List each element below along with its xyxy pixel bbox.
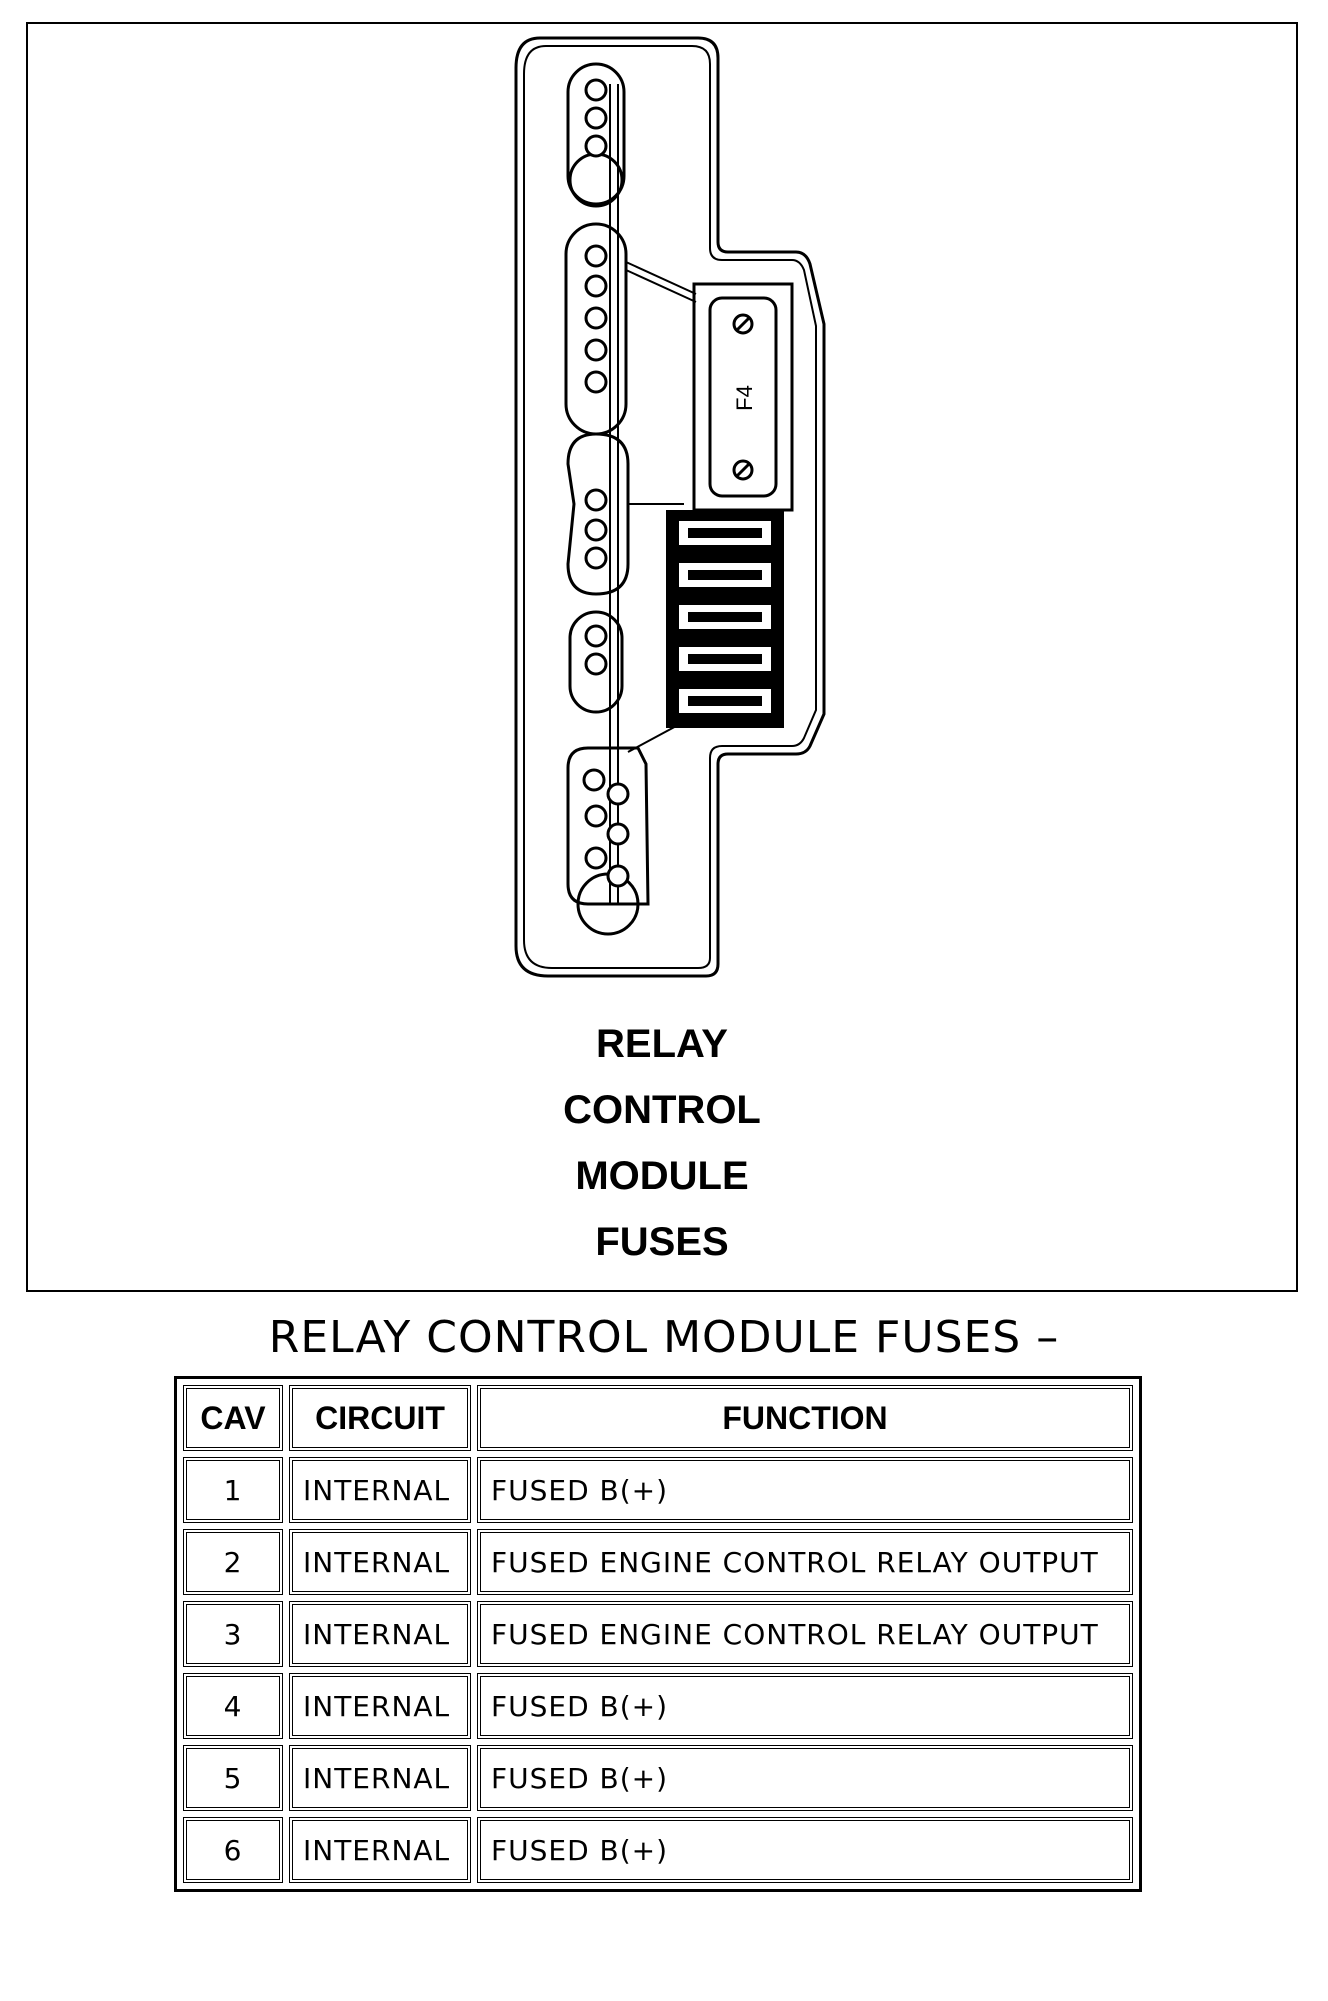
- cell-cav: 2: [183, 1529, 283, 1595]
- connector-5: [566, 746, 650, 906]
- table-caption: RELAY CONTROL MODULE FUSES –: [268, 1312, 1060, 1363]
- cell-circuit: INTERNAL: [289, 1745, 471, 1811]
- connector-pin: [584, 804, 608, 828]
- table-row: 5 INTERNAL FUSED B(+): [183, 1745, 1133, 1811]
- connector-pin: [584, 488, 608, 512]
- connector-pin: [606, 864, 630, 888]
- relay-control-module-diagram: F4: [514, 36, 826, 978]
- cell-circuit: INTERNAL: [289, 1601, 471, 1667]
- connector-pin: [606, 782, 630, 806]
- fuse-table: CAV CIRCUIT FUNCTION 1 INTERNAL FUSED B(…: [174, 1376, 1142, 1892]
- connector-pin: [584, 306, 608, 330]
- connector-pin: [582, 768, 606, 792]
- mini-fuse-element: [688, 612, 762, 622]
- cell-function: FUSED ENGINE CONTROL RELAY OUTPUT: [477, 1529, 1133, 1595]
- fuse-f4-terminal-top: [732, 313, 754, 335]
- cell-function: FUSED B(+): [477, 1457, 1133, 1523]
- leader-line: [625, 261, 697, 753]
- table-row: 6 INTERNAL FUSED B(+): [183, 1817, 1133, 1883]
- cell-function: FUSED B(+): [477, 1745, 1133, 1811]
- cell-function: FUSED B(+): [477, 1673, 1133, 1739]
- connector-pin: [584, 274, 608, 298]
- cell-function: FUSED ENGINE CONTROL RELAY OUTPUT: [477, 1601, 1133, 1667]
- fuse-f4-body: [708, 296, 778, 498]
- diagram-title-line-3: MODULE: [575, 1154, 749, 1198]
- connector-pin: [584, 244, 608, 268]
- connector-pin: [584, 518, 608, 542]
- diagram-title-line-4: FUSES: [595, 1220, 729, 1264]
- header-circuit: CIRCUIT: [289, 1385, 471, 1451]
- table-row: 4 INTERNAL FUSED B(+): [183, 1673, 1133, 1739]
- connector-pin: [584, 106, 608, 130]
- connector-pin: [584, 624, 608, 648]
- connector-1-tab: [568, 152, 624, 208]
- table-row: 3 INTERNAL FUSED ENGINE CONTROL RELAY OU…: [183, 1601, 1133, 1667]
- cell-circuit: INTERNAL: [289, 1673, 471, 1739]
- module-outline: [514, 36, 826, 978]
- cell-function: FUSED B(+): [477, 1817, 1133, 1883]
- connector-pin: [584, 846, 608, 870]
- connector-pin: [584, 134, 608, 158]
- table-row: 2 INTERNAL FUSED ENGINE CONTROL RELAY OU…: [183, 1529, 1133, 1595]
- mini-fuse-element: [688, 528, 762, 538]
- connector-pin: [584, 370, 608, 394]
- module-inner-outline: [523, 45, 817, 969]
- fuse-f4-terminal-bottom: [732, 459, 754, 481]
- mini-fuse-element: [688, 696, 762, 706]
- connector-pin: [584, 78, 608, 102]
- cell-cav: 5: [183, 1745, 283, 1811]
- mini-fuse-element: [688, 654, 762, 664]
- cell-circuit: INTERNAL: [289, 1817, 471, 1883]
- cell-cav: 1: [183, 1457, 283, 1523]
- connector-1: [566, 62, 626, 206]
- table-header-row: CAV CIRCUIT FUNCTION: [183, 1385, 1133, 1451]
- diagram-title-line-1: RELAY: [596, 1022, 728, 1066]
- mini-fuse-block: [666, 510, 784, 728]
- cell-cav: 4: [183, 1673, 283, 1739]
- cell-cav: 3: [183, 1601, 283, 1667]
- cell-circuit: INTERNAL: [289, 1529, 471, 1595]
- bus-trace: [609, 84, 619, 904]
- header-cav: CAV: [183, 1385, 283, 1451]
- cell-circuit: INTERNAL: [289, 1457, 471, 1523]
- connector-pin: [584, 338, 608, 362]
- fuse-f4-label: F4: [732, 385, 757, 411]
- cell-cav: 6: [183, 1817, 283, 1883]
- connector-3: [566, 432, 630, 596]
- diagram-title-line-2: CONTROL: [563, 1088, 761, 1132]
- header-function: FUNCTION: [477, 1385, 1133, 1451]
- connector-pin: [606, 822, 630, 846]
- connector-pin: [584, 546, 608, 570]
- connector-pin: [584, 652, 608, 676]
- mini-fuse-element: [688, 570, 762, 580]
- connector-4: [568, 610, 624, 714]
- table-row: 1 INTERNAL FUSED B(+): [183, 1457, 1133, 1523]
- diagram-frame: F4 RELAY CONTROL MODULE FUSES: [26, 22, 1298, 1292]
